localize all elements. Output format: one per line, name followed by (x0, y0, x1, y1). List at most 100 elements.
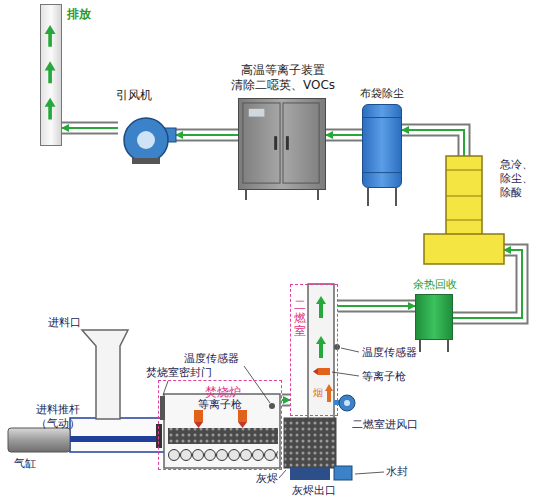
temperature-sensor-part (163, 381, 168, 395)
induced-draft-fan-part (132, 158, 160, 164)
chimney-part (45, 61, 56, 83)
ash-pit-part (290, 468, 330, 480)
secondary-chamber-column-part (339, 395, 355, 411)
air-cylinder-part (8, 428, 70, 452)
furnace-body-part (160, 396, 165, 420)
furnace-body-part (164, 394, 280, 468)
quench-tower-part (446, 196, 482, 197)
node-label: 高温等离子装置 清除二噁英、VOCs (228, 63, 338, 93)
secondary-chamber-column-part (308, 284, 334, 420)
part-label: 灰烬 (256, 472, 278, 486)
secondary-chamber-column-part (318, 368, 330, 375)
part-label: 灰烬出口 (292, 484, 336, 498)
temperature-sensor-part (269, 403, 275, 409)
pipe-wall (176, 129, 238, 142)
plasma-gun (194, 410, 247, 428)
quench-tower-shape (424, 156, 504, 264)
air-cylinder-part (70, 436, 158, 442)
support-legs-part (419, 340, 421, 352)
pipe-wall (402, 130, 464, 156)
plasma-gun-part (194, 422, 203, 428)
pipe-wall (282, 394, 290, 407)
secondary-chamber-column-part (341, 348, 359, 352)
quench-tower: 急冷、除尘、除酸 (424, 156, 504, 264)
part-label: 等离子枪 (198, 398, 242, 412)
node-label: 急冷、除尘、除酸 (500, 158, 534, 199)
plasma-device-part (274, 136, 277, 150)
part-label: 烟 (313, 387, 323, 400)
flow-arrow (338, 305, 415, 307)
flue-pipe (62, 128, 118, 129)
plasma-device-part (249, 109, 265, 117)
pipe-bore (326, 131, 362, 140)
secondary-chamber-column-part (313, 368, 318, 375)
part-label: 进料推杆（气动） (36, 403, 86, 431)
secondary-chamber-column-part (334, 344, 340, 350)
node-label: 二燃室 (294, 299, 306, 339)
node-label: 引风机 (116, 88, 152, 103)
quench-tower-part (446, 170, 482, 171)
plasma-device-part (243, 103, 280, 183)
secondary-chamber-column-part (316, 296, 326, 318)
chimney-part (45, 98, 56, 120)
node-label: 焚烧炉 (205, 385, 241, 400)
support-legs-part (395, 188, 397, 206)
flue-pipe (338, 306, 415, 307)
part-label: 等离子枪 (362, 370, 406, 384)
support-legs-part (367, 188, 369, 206)
part-label: 气缸 (14, 457, 36, 471)
furnace-body (160, 394, 280, 468)
plasma-device-part (286, 136, 289, 150)
ash-pit-part (355, 472, 384, 474)
incinerator: 焚烧炉 (158, 380, 282, 470)
flow-arrow (282, 399, 290, 401)
node-label: 余热回收 (413, 278, 457, 292)
feed-hopper-part (70, 418, 166, 452)
pipe-bore (176, 131, 238, 140)
node-label: 排放 (67, 7, 91, 22)
plasma-gun-part (194, 410, 203, 422)
pipe-bore (338, 302, 415, 311)
chimney-shape (41, 5, 61, 145)
feed-hopper (70, 330, 166, 452)
flue-pipe (326, 135, 362, 136)
pipe-bore (282, 396, 290, 405)
induced-draft-fan-part (124, 118, 168, 162)
support-legs-part (317, 190, 319, 200)
pipe-wall (326, 129, 362, 142)
induced-draft-fan: 引风机 (118, 108, 176, 164)
part-label: 二燃室进风口 (352, 418, 418, 432)
ash-pit-part (284, 418, 336, 468)
quench-tower-part (446, 156, 482, 236)
bag-filter-shape (363, 105, 401, 187)
part-label: 水封 (386, 465, 408, 479)
induced-draft-fan-shape (118, 108, 176, 164)
node-label: 布袋除尘 (360, 87, 404, 101)
chimney-part (45, 25, 56, 47)
flow-arrow (62, 127, 118, 129)
secondary-chamber-column-part (316, 336, 326, 358)
bag-filter-part (363, 117, 401, 118)
flue-pipe (402, 130, 464, 156)
pipe-bore (62, 124, 118, 133)
pipe-wall (338, 300, 415, 313)
secondary-chamber-column-part (344, 400, 350, 406)
support-legs-part (447, 340, 449, 352)
plasma-gun-part (238, 410, 247, 422)
part-label: 进料口 (48, 316, 81, 330)
ash-pit-part (334, 466, 352, 480)
quench-tower-part (446, 220, 482, 221)
furnace-body-part (168, 428, 278, 444)
pipe-wall (62, 122, 118, 135)
flow-arrow (402, 130, 464, 156)
quench-tower-part (424, 234, 504, 264)
flue-pipe (282, 400, 290, 401)
secondary-chamber-column-part (332, 372, 359, 376)
bag-filter-part (363, 172, 401, 173)
part-label: 温度传感器 (184, 352, 239, 366)
plasma-device-part (283, 103, 319, 183)
flue-pipe (176, 135, 238, 136)
plasma-device-shape (239, 99, 325, 189)
plasma-gun-part (238, 422, 247, 428)
